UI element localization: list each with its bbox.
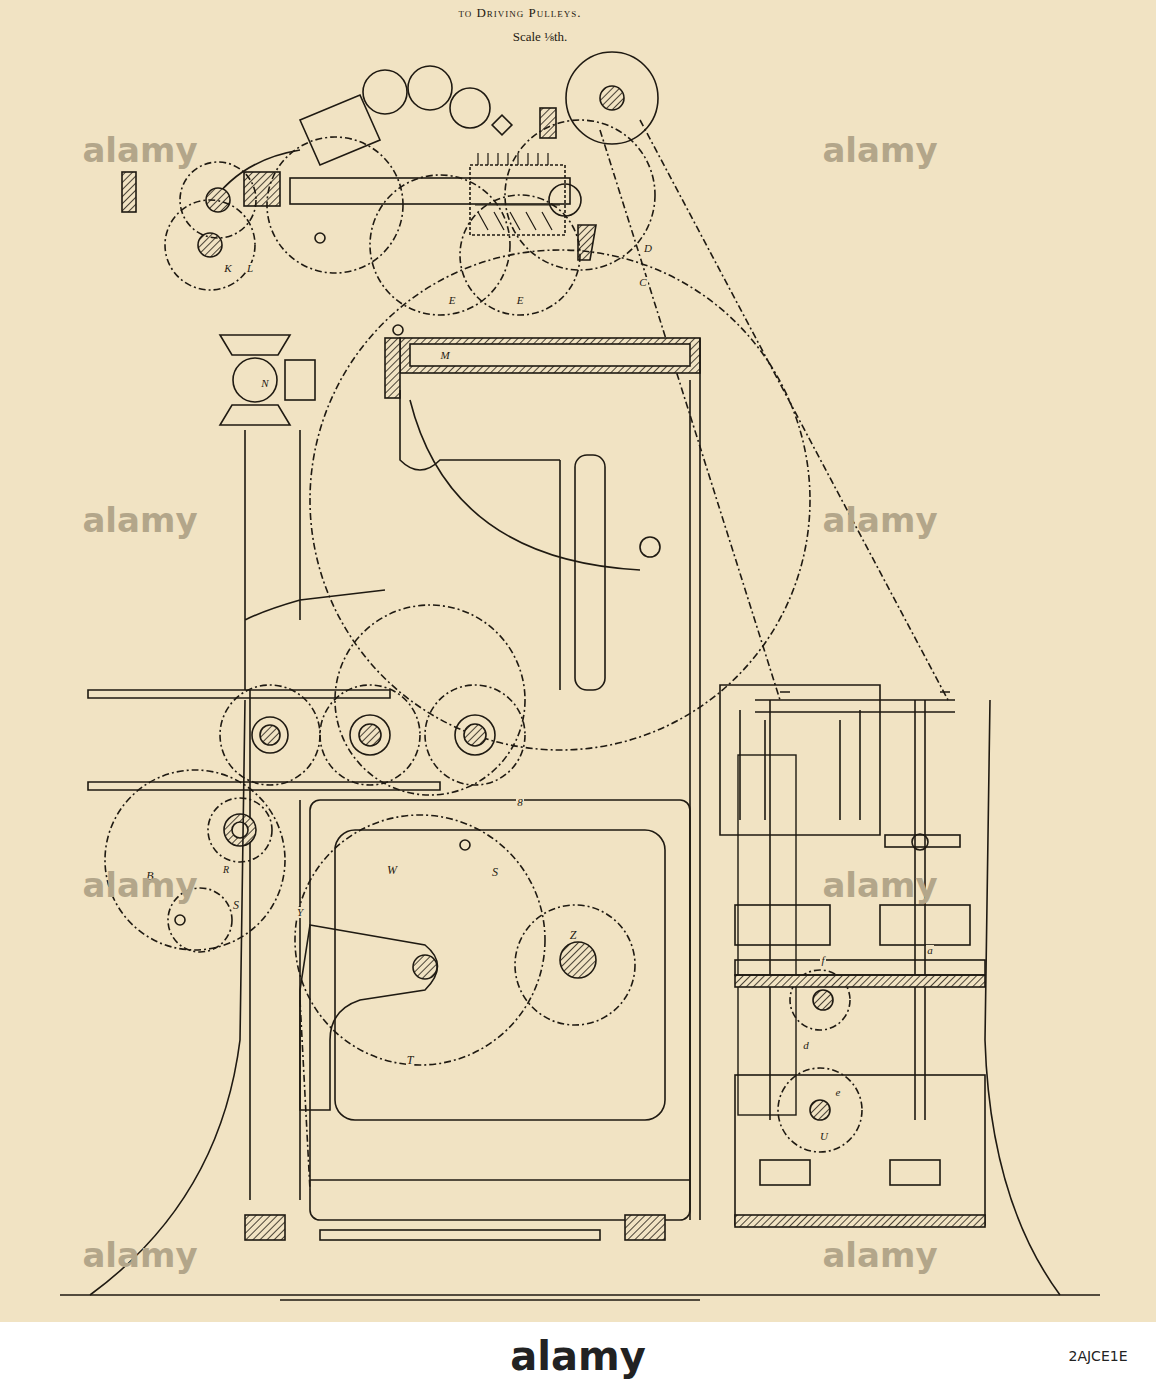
callout-letter: M (439, 350, 450, 361)
callout-letter: T (406, 1054, 415, 1066)
callout-letter: K (223, 263, 232, 274)
watermark: alamy (82, 1238, 197, 1272)
watermark: alamy (822, 503, 937, 537)
watermark: alamy (822, 868, 937, 902)
watermark: alamy (822, 133, 937, 167)
watermark: alamy (82, 868, 197, 902)
callout-letter: E (448, 295, 457, 306)
callout-letter: U (819, 1131, 829, 1142)
callout-letter: e (835, 1087, 842, 1098)
callout-letter: d (802, 1040, 810, 1051)
image-id: 2AJCE1E (1069, 1349, 1128, 1363)
callout-letter: N (260, 378, 269, 389)
callout-letter: W (386, 864, 398, 876)
callout-letter: S (491, 866, 499, 878)
callout-letter: S (232, 899, 240, 911)
watermark: alamy (82, 133, 197, 167)
callout-letter: E (516, 295, 525, 306)
heading-text: to Driving Pulleys. (458, 6, 581, 19)
callout-letter: C (638, 277, 647, 288)
watermark: alamy (822, 1238, 937, 1272)
callout-letter: Z (569, 929, 578, 941)
watermark: alamy (510, 1336, 645, 1376)
callout-letter: a (926, 945, 934, 956)
callout-letter: R (222, 865, 230, 875)
heading-text: Scale ⅛th. (513, 30, 568, 43)
callout-letter: f (820, 955, 825, 966)
callout-letter: D (643, 243, 653, 254)
watermark: alamy (82, 503, 197, 537)
callout-letter: 8 (516, 797, 524, 808)
callout-letter: Y (296, 907, 304, 918)
callout-letter: L (246, 263, 254, 274)
